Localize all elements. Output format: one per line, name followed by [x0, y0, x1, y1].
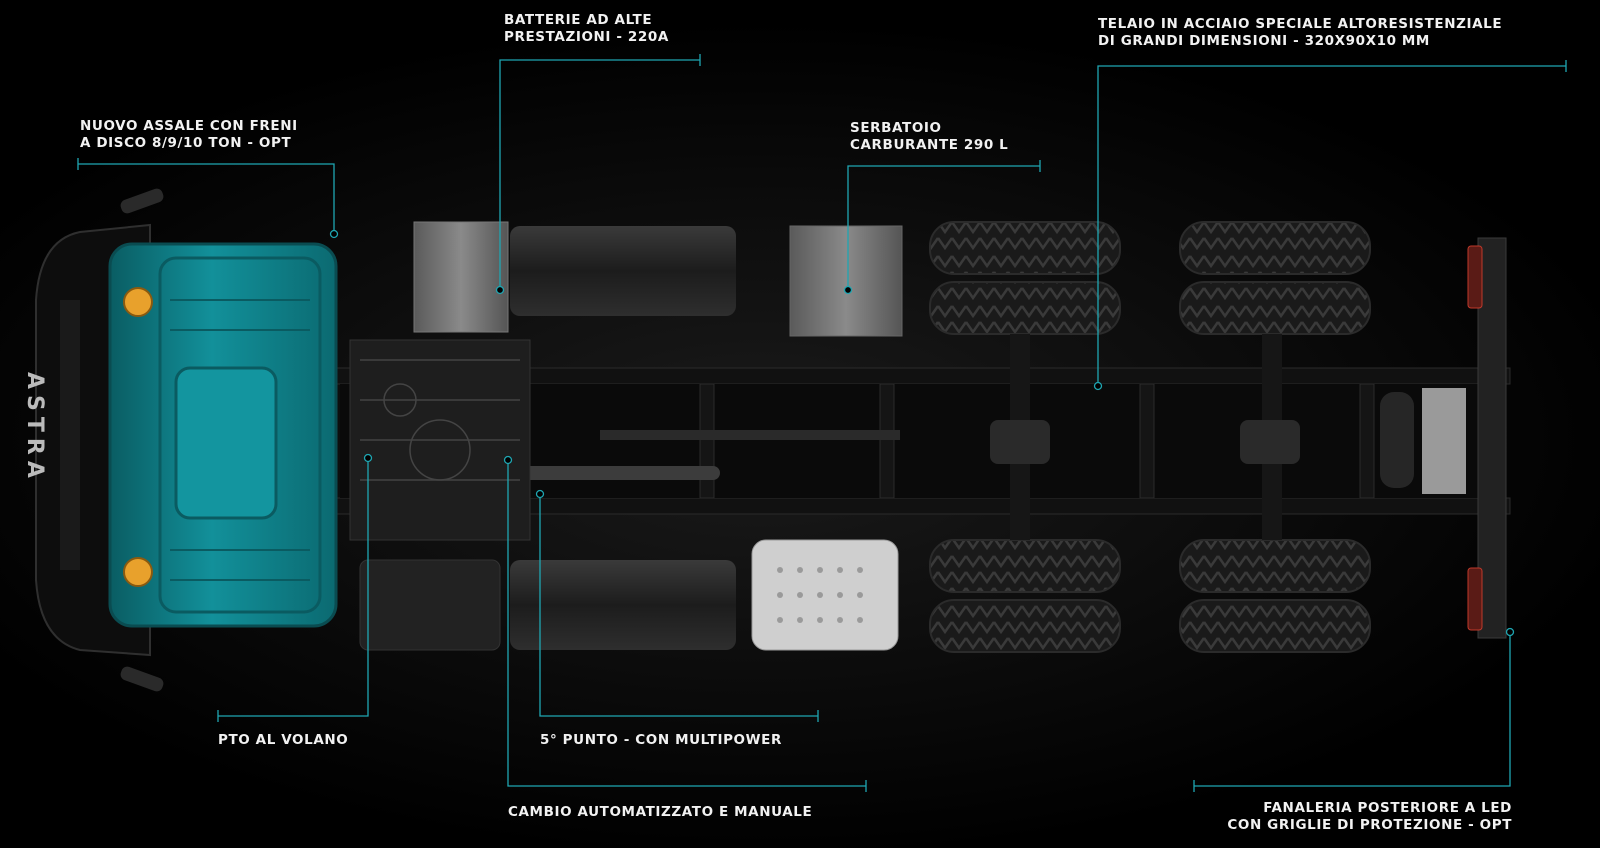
beacon-top — [123, 287, 153, 317]
label-telaio-line-1: TELAIO IN ACCIAIO SPECIALE ALTORESISTENZ… — [1098, 16, 1503, 32]
label-fanaleria: FANALERIA POSTERIORE A LED CON GRIGLIE D… — [1227, 800, 1512, 834]
driveshaft — [600, 430, 900, 440]
beacon-bottom — [123, 557, 153, 587]
cab-front-grille — [60, 300, 80, 570]
label-pto-line-1: PTO AL VOLANO — [218, 732, 349, 748]
label-assale-line-1: NUOVO ASSALE CON FRENI — [80, 118, 298, 134]
engine-details — [360, 359, 520, 481]
aftertreatment-box — [751, 539, 899, 651]
battery-box — [413, 221, 509, 333]
rear-light-bottom — [1467, 567, 1483, 631]
label-assale-line-2: A DISCO 8/9/10 TON - OPT — [80, 135, 292, 151]
rear-air-tank — [1380, 392, 1414, 488]
rear-light-top — [1467, 245, 1483, 309]
muffler — [359, 559, 501, 651]
label-batterie-line-2: PRESTAZIONI - 220A — [504, 29, 669, 45]
bottom-tank — [510, 560, 736, 650]
axle-housing-2 — [1240, 420, 1300, 464]
mirror-bottom — [120, 666, 164, 692]
axle-housing-1 — [990, 420, 1050, 464]
label-telaio: TELAIO IN ACCIAIO SPECIALE ALTORESISTENZ… — [1098, 16, 1502, 50]
label-pto: PTO AL VOLANO — [218, 732, 348, 749]
fuel-tank — [789, 225, 903, 337]
label-cambio: CAMBIO AUTOMATIZZATO E MANUALE — [508, 804, 812, 821]
label-quintopunto-line-1: 5° PUNTO - CON MULTIPOWER — [540, 732, 782, 748]
label-serbatoio-line-2: CARBURANTE 290 L — [850, 137, 1009, 153]
label-fanaleria-line-2: CON GRIGLIE DI PROTEZIONE - OPT — [1227, 817, 1512, 833]
label-batterie: BATTERIE AD ALTE PRESTAZIONI - 220A — [504, 12, 669, 46]
label-fanaleria-line-1: FANALERIA POSTERIORE A LED — [1263, 800, 1512, 816]
cab-roof-ribs — [170, 299, 310, 581]
label-telaio-line-2: DI GRANDI DIMENSIONI - 320X90X10 MM — [1098, 33, 1430, 49]
label-serbatoio-line-1: SERBATOIO — [850, 120, 942, 136]
label-quintopunto: 5° PUNTO - CON MULTIPOWER — [540, 732, 782, 749]
cab-lettering: ASTRA — [22, 372, 47, 484]
label-assale: NUOVO ASSALE CON FRENI A DISCO 8/9/10 TO… — [80, 118, 298, 152]
label-serbatoio: SERBATOIO CARBURANTE 290 L — [850, 120, 1008, 154]
rear-mudguard-bracket — [1422, 388, 1466, 494]
exhaust-pipe — [520, 466, 720, 480]
cab-sunroof — [174, 366, 278, 520]
mirror-top — [120, 188, 164, 214]
label-cambio-line-1: CAMBIO AUTOMATIZZATO E MANUALE — [508, 804, 813, 820]
top-tank — [510, 226, 736, 316]
label-batterie-line-1: BATTERIE AD ALTE — [504, 12, 653, 28]
